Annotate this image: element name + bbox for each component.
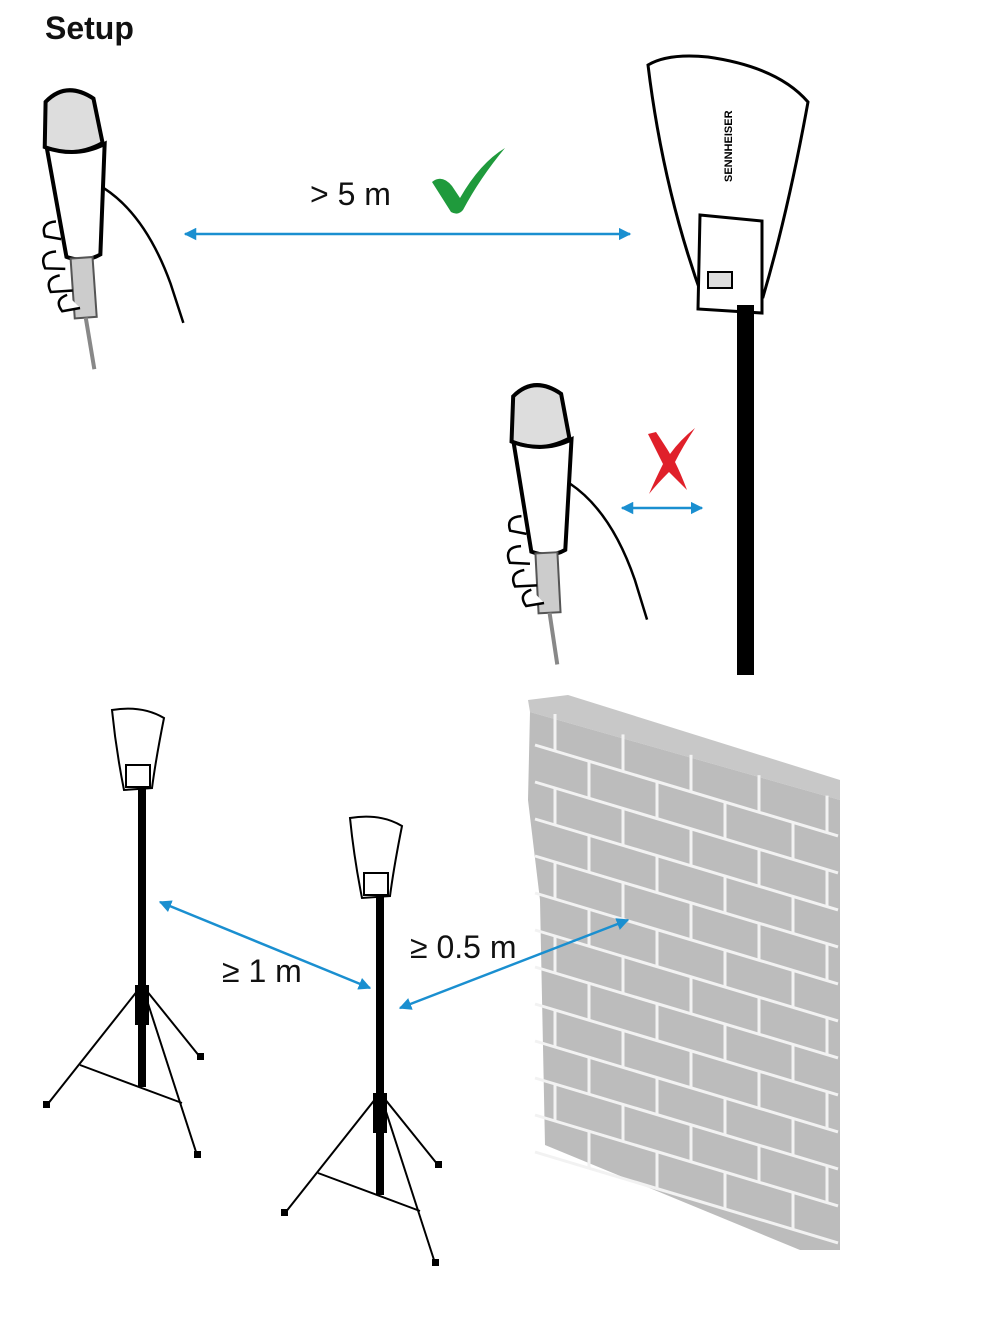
brick-row-line: [534, 1113, 839, 1208]
brick-row-line: [534, 1002, 839, 1097]
brick-row-line: [534, 1039, 839, 1134]
distance-arrow-0-5m: [398, 918, 630, 1010]
brick-row-line: [534, 780, 839, 875]
check-icon: [432, 148, 505, 214]
brick-row-line: [534, 743, 839, 838]
distance-arrow-1m: [158, 900, 372, 990]
brick-row-line: [534, 1076, 839, 1171]
cross-icon: [648, 428, 695, 494]
brick-row-line: [534, 854, 839, 949]
brick-wall-icon: [528, 695, 840, 1250]
tripod-stand-icon: [280, 815, 443, 1267]
microphone-icon: [499, 380, 649, 667]
brand-logo-text: SENNHEISER: [723, 110, 735, 182]
page-title: Setup: [45, 10, 134, 46]
brick-row-line: [534, 817, 839, 912]
brick-row-line: [534, 1150, 839, 1245]
label-distance-antennas: ≥ 1 m: [222, 953, 302, 989]
label-distance-mic-antenna: > 5 m: [310, 176, 391, 212]
antenna-icon: SENNHEISER: [646, 54, 810, 675]
label-distance-wall: ≥ 0.5 m: [410, 929, 516, 965]
brick-row-line: [534, 891, 839, 986]
tripod-stand-icon: [42, 707, 205, 1159]
microphone-icon: [29, 81, 189, 375]
